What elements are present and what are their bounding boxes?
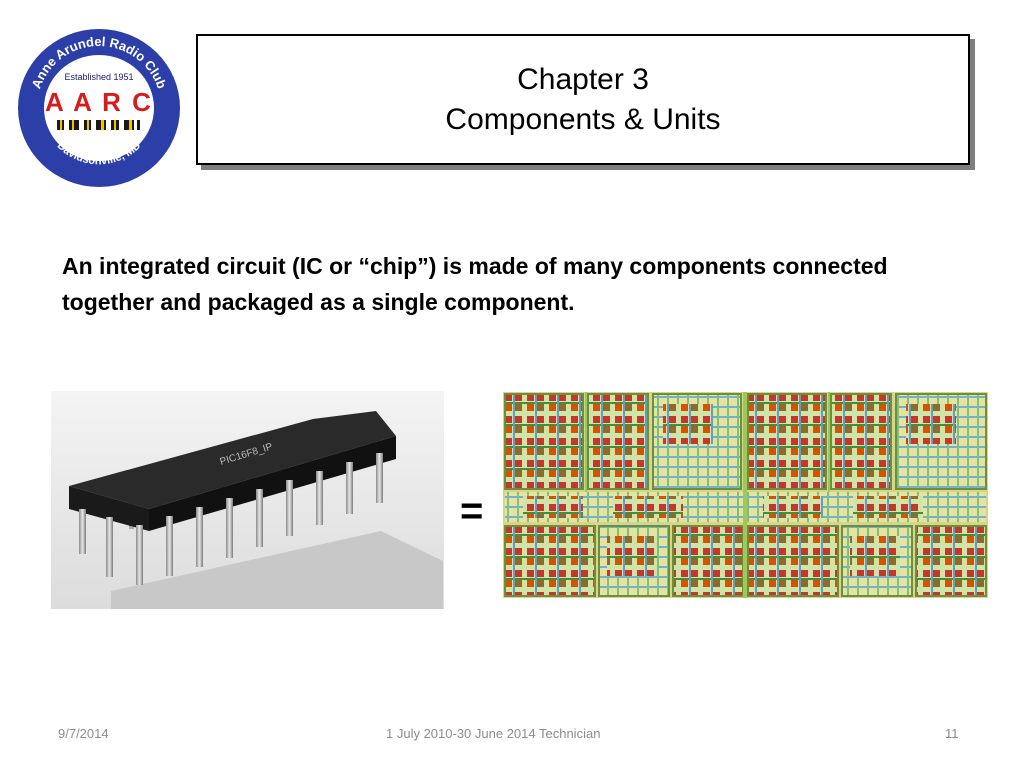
footer-page-number: 11 <box>945 726 959 741</box>
title-box: Chapter 3 Components & Units <box>196 34 970 165</box>
title-line-2: Components & Units <box>445 102 721 136</box>
ic-die-layout-icon <box>503 392 988 598</box>
logo-established-text: Established 1951 <box>64 72 133 82</box>
equals-sign: = <box>460 489 484 533</box>
footer-center-text: 1 July 2010-30 June 2014 Technician <box>386 726 601 741</box>
logo-letters: A A R C <box>45 87 153 117</box>
footer-date: 9/7/2014 <box>58 726 109 741</box>
dip-chip-photo-icon: PIC16F8_IP <box>51 391 444 609</box>
title-line-1: Chapter 3 <box>517 62 649 96</box>
body-text: An integrated circuit (IC or “chip”) is … <box>62 253 888 315</box>
aarc-logo-icon: Anne Arundel Radio Club Davidsonville, M… <box>18 29 180 187</box>
